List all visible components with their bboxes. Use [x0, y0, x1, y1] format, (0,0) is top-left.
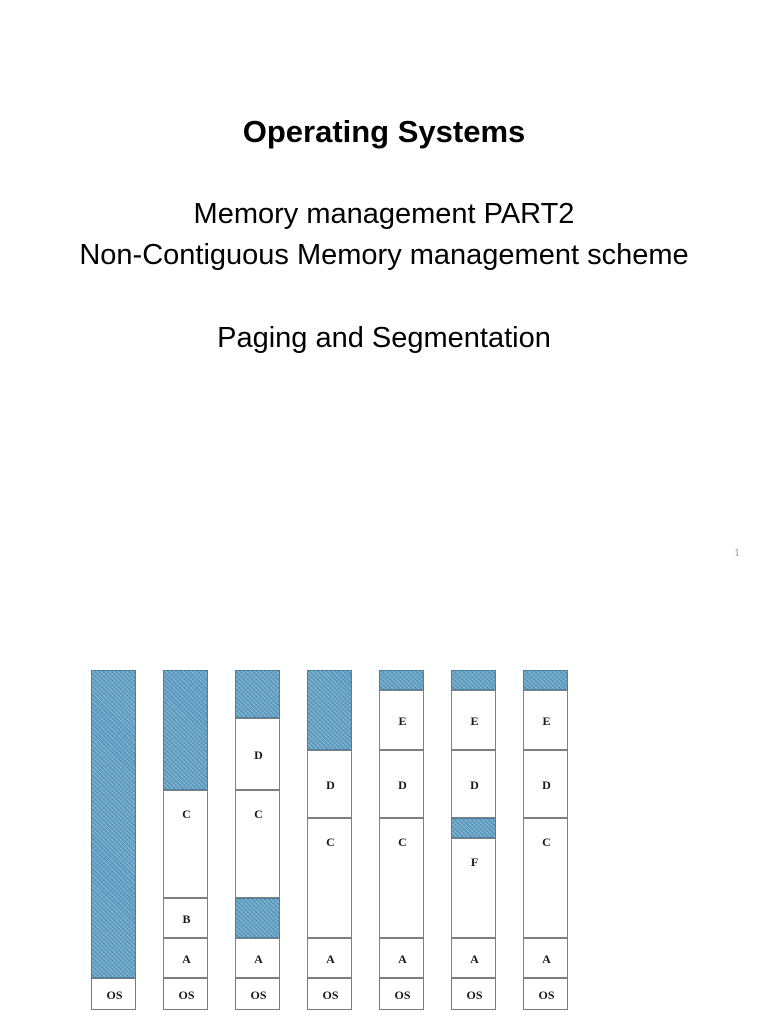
memory-block-process-d: D: [379, 750, 424, 818]
memory-block-label: E: [398, 714, 407, 728]
memory-block-process-os: OS: [307, 978, 352, 1010]
memory-block-process-os: OS: [91, 978, 136, 1010]
memory-block-process-os: OS: [163, 978, 208, 1010]
memory-block-label: D: [398, 778, 407, 792]
memory-block-process-a: A: [163, 938, 208, 978]
memory-block-label: A: [542, 952, 551, 966]
memory-block-process-os: OS: [235, 978, 280, 1010]
memory-block-process-e: E: [379, 690, 424, 750]
memory-block-process-c: C: [379, 818, 424, 938]
memory-block-free-space: [451, 670, 496, 690]
page-number: 1: [734, 545, 740, 559]
memory-block-process-d: D: [451, 750, 496, 818]
memory-block-process-a: A: [235, 938, 280, 978]
memory-block-free-space: [235, 898, 280, 938]
memory-block-label: B: [182, 912, 191, 926]
memory-block-free-space: [235, 670, 280, 718]
slide-subtitle: Memory management PART2 Non-Contiguous M…: [0, 194, 768, 276]
memory-block-process-os: OS: [523, 978, 568, 1010]
subtitle-line-1: Memory management PART2: [193, 198, 575, 230]
memory-block-label: D: [470, 778, 479, 792]
memory-block-label: A: [182, 952, 191, 966]
memory-block-label: A: [398, 952, 407, 966]
page-title: Operating Systems: [242, 114, 526, 149]
memory-block-free-space: [163, 670, 208, 790]
memory-block-free-space: [379, 670, 424, 690]
memory-block-process-os: OS: [451, 978, 496, 1010]
memory-block-process-c: C: [163, 790, 208, 898]
memory-block-process-e: E: [523, 690, 568, 750]
memory-block-label: D: [542, 778, 551, 792]
memory-block-label: C: [254, 807, 263, 821]
memory-block-free-space: [91, 670, 136, 978]
memory-block-label: C: [398, 835, 407, 849]
memory-block-process-a: A: [307, 938, 352, 978]
memory-block-process-c: C: [523, 818, 568, 938]
memory-block-label: OS: [322, 988, 339, 1002]
memory-block-label: F: [470, 855, 479, 869]
memory-block-label: A: [326, 952, 335, 966]
memory-block-process-d: D: [235, 718, 280, 790]
memory-block-label: OS: [250, 988, 267, 1002]
memory-block-label: A: [470, 952, 479, 966]
memory-block-label: OS: [538, 988, 555, 1002]
memory-block-free-space: [307, 670, 352, 750]
memory-block-label: E: [542, 714, 551, 728]
slide-subtitle-topics: Paging and Segmentation: [217, 322, 551, 354]
memory-block-label: C: [326, 835, 335, 849]
memory-block-process-e: E: [451, 690, 496, 750]
memory-block-label: D: [326, 778, 335, 792]
memory-block-free-space: [523, 670, 568, 690]
memory-block-process-a: A: [379, 938, 424, 978]
memory-block-label: A: [254, 952, 263, 966]
memory-block-process-os: OS: [379, 978, 424, 1010]
memory-block-process-d: D: [523, 750, 568, 818]
memory-block-process-c: C: [235, 790, 280, 898]
memory-block-label: C: [182, 807, 191, 821]
memory-block-label: C: [542, 835, 551, 849]
memory-block-label: E: [470, 714, 479, 728]
subtitle-line-2: Non-Contiguous Memory management scheme: [79, 239, 689, 271]
memory-block-process-c: C: [307, 818, 352, 938]
memory-block-process-a: A: [523, 938, 568, 978]
memory-block-label: OS: [466, 988, 483, 1002]
memory-block-label: OS: [106, 988, 123, 1002]
memory-block-process-d: D: [307, 750, 352, 818]
memory-block-process-a: A: [451, 938, 496, 978]
memory-block-label: D: [254, 748, 263, 762]
memory-block-process-f: F: [451, 838, 496, 938]
memory-block-label: OS: [178, 988, 195, 1002]
memory-block-free-space: [451, 818, 496, 838]
memory-block-process-b: B: [163, 898, 208, 938]
memory-block-label: OS: [394, 988, 411, 1002]
